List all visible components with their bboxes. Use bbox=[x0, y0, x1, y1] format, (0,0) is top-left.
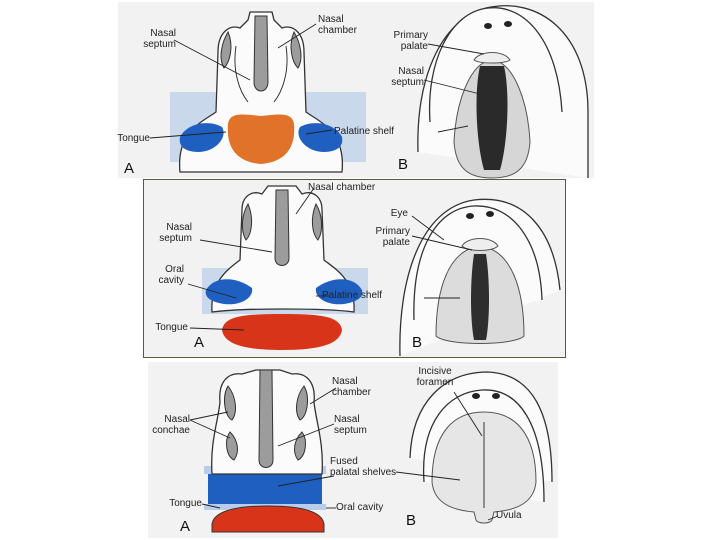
panel-3-drawing bbox=[189, 369, 553, 533]
label-palatine-shelf: Palatine shelf bbox=[322, 290, 383, 301]
label-nasal-septum: Nasal septum bbox=[334, 414, 367, 436]
label-nasal-septum: Nasal septum bbox=[143, 28, 176, 50]
panel-2-view-b bbox=[399, 198, 561, 357]
panel-3-view-b bbox=[409, 371, 553, 524]
label-tongue: Tongue bbox=[117, 133, 150, 144]
label-eye: Eye bbox=[390, 208, 408, 219]
label-nasal-chamber: Nasal chamber bbox=[318, 14, 357, 36]
panel-3: Nasal chamber Nasal conchae Nasal septum… bbox=[148, 362, 558, 538]
panel-1-view-b bbox=[417, 5, 589, 179]
label-tongue: Tongue bbox=[155, 322, 188, 333]
letter-a: A bbox=[180, 518, 191, 535]
label-oral-cavity: Oral cavity bbox=[336, 502, 384, 513]
panel-2-section-a bbox=[202, 185, 368, 350]
letter-b: B bbox=[406, 512, 417, 529]
label-primary-palate: Primary palate bbox=[393, 30, 428, 52]
label-incisive-foramen: Incisive foramen bbox=[416, 366, 454, 388]
letter-b: B bbox=[398, 156, 409, 173]
panel-1: Nasal septum Nasal chamber Tongue Palati… bbox=[117, 2, 594, 179]
label-nasal-chamber: Nasal chamber bbox=[308, 182, 376, 193]
label-primary-palate: Primary palate bbox=[375, 226, 410, 248]
letter-a: A bbox=[124, 160, 135, 177]
label-nasal-septum-b: Nasal septum bbox=[391, 66, 424, 88]
letter-a: A bbox=[194, 334, 205, 351]
panel-1-section-a bbox=[170, 11, 366, 173]
label-nasal-septum: Nasal septum bbox=[159, 222, 192, 244]
letter-b: B bbox=[412, 334, 423, 351]
panel-1-drawing bbox=[149, 5, 589, 179]
label-tongue: Tongue bbox=[169, 498, 202, 509]
panel-2: Nasal chamber Nasal septum Oral cavity T… bbox=[143, 179, 566, 358]
label-nasal-conchae: Nasal conchae bbox=[152, 414, 190, 436]
label-palatine-shelf: Palatine shelf bbox=[334, 126, 395, 137]
label-uvula: Uvula bbox=[496, 510, 522, 521]
panel-3-section-a bbox=[204, 369, 326, 533]
label-nasal-chamber: Nasal chamber bbox=[332, 376, 371, 398]
label-oral-cavity: Oral cavity bbox=[158, 264, 184, 286]
label-fused-shelves: Fused palatal shelves bbox=[330, 456, 397, 478]
panel-2-drawing bbox=[187, 185, 561, 357]
